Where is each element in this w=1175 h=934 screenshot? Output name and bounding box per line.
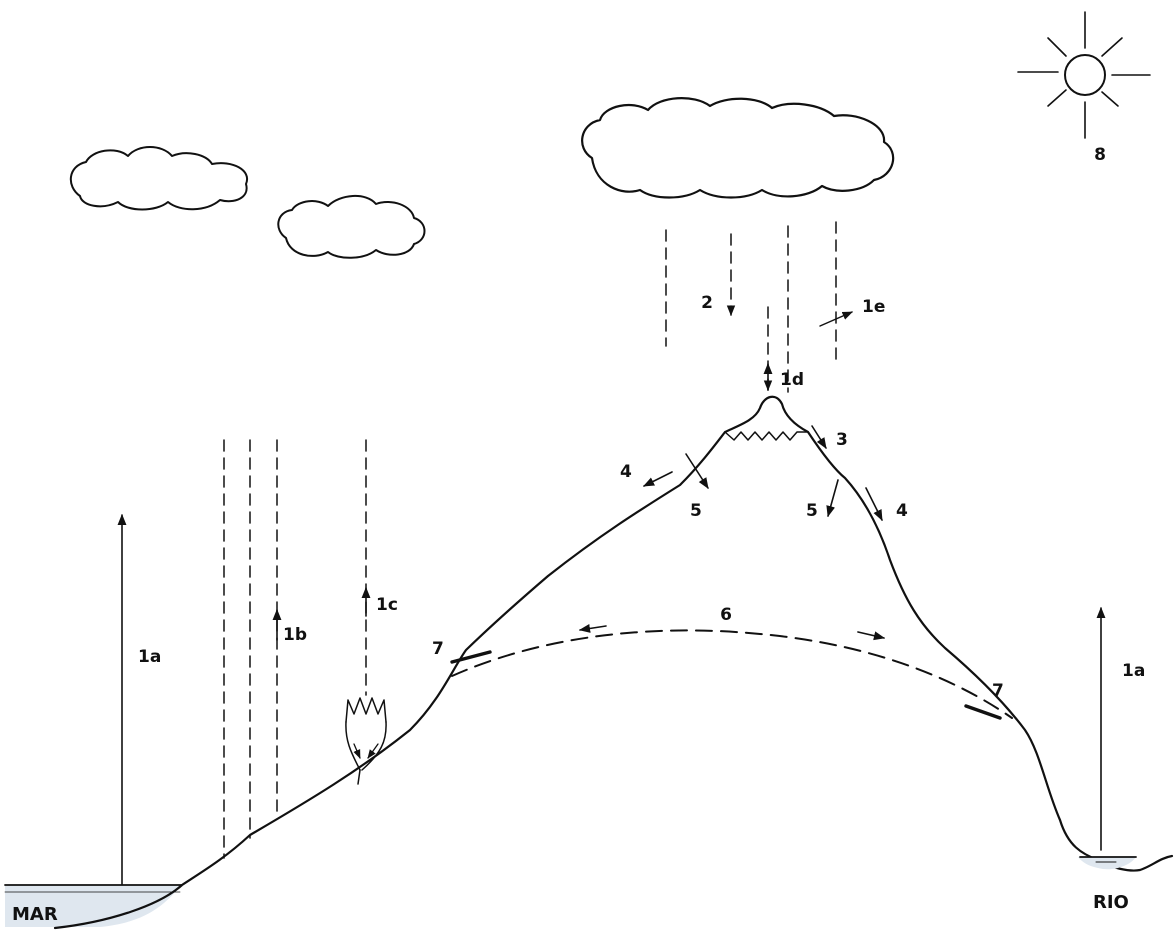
arrow-icon	[819, 311, 853, 327]
label-transpiration: 1c	[376, 595, 398, 615]
cloud-icon	[277, 195, 426, 259]
arrow-icon	[811, 425, 827, 449]
label-infiltration-right: 5	[806, 501, 818, 521]
spring-mark-left	[450, 650, 492, 664]
label-evaporation-sea: 1a	[138, 647, 161, 667]
arrow-icon	[685, 453, 709, 489]
cloud-icon	[581, 97, 895, 199]
river-water	[1078, 857, 1136, 870]
groundwater-flow-line	[451, 629, 1013, 719]
label-runoff-left: 4	[620, 462, 632, 482]
label-sea: MAR	[12, 904, 58, 925]
arrow-icon	[578, 624, 607, 633]
label-springs-left: 7	[432, 639, 444, 659]
label-evaporation-rain: 1e	[862, 297, 885, 317]
spring-mark-right	[964, 704, 1002, 720]
label-precipitation: 2	[701, 293, 713, 313]
cloud-icon	[70, 146, 249, 211]
label-infiltration-left: 5	[690, 501, 702, 521]
label-river: RIO	[1093, 892, 1129, 913]
arrow-icon	[826, 479, 839, 518]
label-sublimation: 1d	[780, 370, 804, 390]
label-evaporation-surface: 1b	[283, 625, 307, 645]
sun-icon	[1017, 11, 1151, 139]
snow-cap-icon	[724, 431, 809, 441]
label-melt: 3	[836, 430, 848, 450]
arrow-icon	[642, 471, 673, 487]
surface-evaporation-lines	[223, 439, 282, 859]
label-evaporation-river: 1a	[1122, 661, 1145, 681]
label-springs-right: 7	[992, 681, 1004, 701]
arrow-icon	[857, 631, 886, 641]
sea-water	[5, 885, 182, 927]
mountain-profile	[53, 395, 1174, 930]
sun-label: 8	[1094, 145, 1106, 165]
plant-icon	[345, 697, 387, 785]
precipitation-lines	[665, 221, 837, 393]
label-groundwater: 6	[720, 605, 732, 625]
label-runoff-right: 4	[896, 501, 908, 521]
arrow-icon	[865, 487, 883, 522]
